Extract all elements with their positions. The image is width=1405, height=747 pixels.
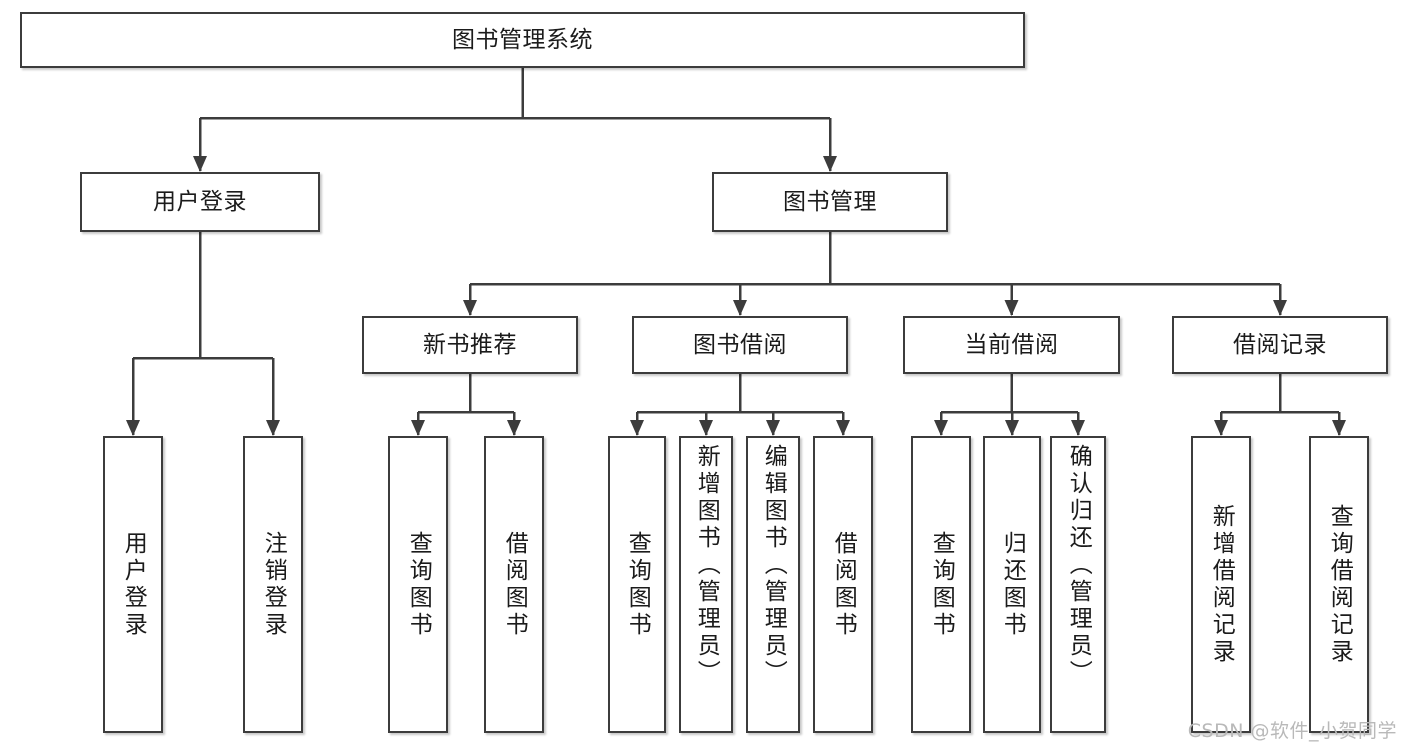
- node-label-leaf-borrow-book-2: 借阅图书: [830, 530, 857, 639]
- node-label-leaf-edit-book: 编辑图书（管理员）: [760, 444, 787, 687]
- node-label-user-login: 用户登录: [153, 188, 247, 215]
- node-leaf-add-book[interactable]: 新增图书（管理员）: [679, 436, 733, 733]
- node-book-borrow[interactable]: 图书借阅: [632, 316, 848, 374]
- node-label-borrow-record: 借阅记录: [1233, 331, 1327, 358]
- node-leaf-borrow-book-2[interactable]: 借阅图书: [813, 436, 873, 733]
- node-leaf-query-book-2[interactable]: 查询图书: [608, 436, 666, 733]
- node-leaf-add-record[interactable]: 新增借阅记录: [1191, 436, 1251, 733]
- node-label-new-book-recommend: 新书推荐: [423, 331, 517, 358]
- node-current-borrow[interactable]: 当前借阅: [903, 316, 1120, 374]
- node-label-current-borrow: 当前借阅: [964, 331, 1059, 358]
- node-label-leaf-add-book: 新增图书（管理员）: [693, 444, 720, 687]
- node-new-book-recommend[interactable]: 新书推荐: [362, 316, 578, 374]
- node-user-login[interactable]: 用户登录: [80, 172, 320, 232]
- node-borrow-record[interactable]: 借阅记录: [1172, 316, 1388, 374]
- node-leaf-query-record[interactable]: 查询借阅记录: [1309, 436, 1369, 733]
- node-leaf-user-logout[interactable]: 注销登录: [243, 436, 303, 733]
- node-label-leaf-user-login: 用户登录: [120, 530, 147, 639]
- node-leaf-borrow-book-1[interactable]: 借阅图书: [484, 436, 544, 733]
- node-label-leaf-borrow-book-1: 借阅图书: [501, 530, 528, 639]
- node-leaf-edit-book[interactable]: 编辑图书（管理员）: [746, 436, 800, 733]
- node-leaf-query-book-3[interactable]: 查询图书: [911, 436, 971, 733]
- node-leaf-query-book-1[interactable]: 查询图书: [388, 436, 448, 733]
- node-label-leaf-query-book-2: 查询图书: [624, 530, 651, 639]
- node-label-book-borrow: 图书借阅: [693, 331, 787, 358]
- node-label-book-manage: 图书管理: [783, 188, 877, 215]
- node-label-leaf-return-book: 归还图书: [999, 530, 1026, 639]
- node-label-leaf-add-record: 新增借阅记录: [1208, 503, 1235, 666]
- node-label-leaf-query-book-3: 查询图书: [928, 530, 955, 639]
- node-label-leaf-query-book-1: 查询图书: [405, 530, 432, 639]
- node-root[interactable]: 图书管理系统: [20, 12, 1025, 68]
- node-label-leaf-user-logout: 注销登录: [260, 530, 287, 639]
- node-leaf-user-login[interactable]: 用户登录: [103, 436, 163, 733]
- node-label-leaf-confirm-return: 确认归还（管理员）: [1065, 444, 1092, 687]
- node-label-leaf-query-record: 查询借阅记录: [1326, 503, 1353, 666]
- node-leaf-return-book[interactable]: 归还图书: [983, 436, 1041, 733]
- node-book-manage[interactable]: 图书管理: [712, 172, 948, 232]
- node-leaf-confirm-return[interactable]: 确认归还（管理员）: [1050, 436, 1106, 733]
- node-label-root: 图书管理系统: [452, 26, 593, 53]
